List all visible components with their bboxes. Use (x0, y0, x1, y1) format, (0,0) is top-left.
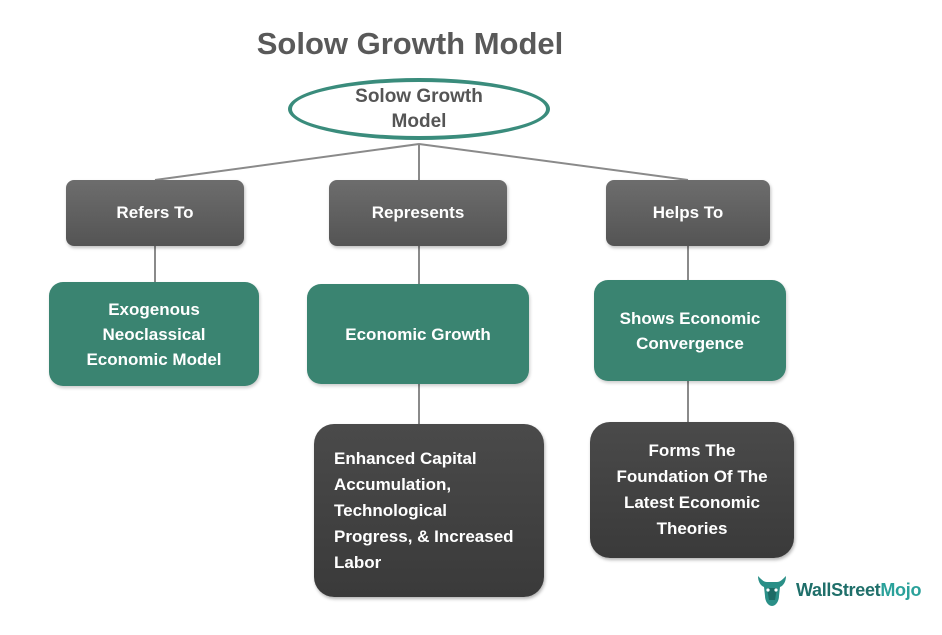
detail-economic-growth: Economic Growth (307, 284, 529, 384)
detail-economic-convergence: Shows Economic Convergence (594, 280, 786, 381)
diagram-title: Solow Growth Model (256, 26, 564, 61)
sub-foundation-theories: Forms The Foundation Of The Latest Econo… (590, 422, 794, 558)
category-represents: Represents (329, 180, 507, 246)
sub-capital-accumulation: Enhanced Capital Accumulation, Technolog… (314, 424, 544, 597)
connector-root-left (154, 143, 420, 181)
bull-logo-icon (758, 576, 786, 606)
detail-exogenous-model: Exogenous Neoclassical Economic Model (49, 282, 259, 386)
root-node: Solow Growth Model (288, 78, 550, 140)
wallstreetmojo-logo: WallStreetMojo (754, 568, 936, 612)
category-helps-to: Helps To (606, 180, 770, 246)
connector-root-right (418, 143, 689, 181)
logo-text: WallStreetMojo (796, 579, 922, 600)
category-refers-to: Refers To (66, 180, 244, 246)
